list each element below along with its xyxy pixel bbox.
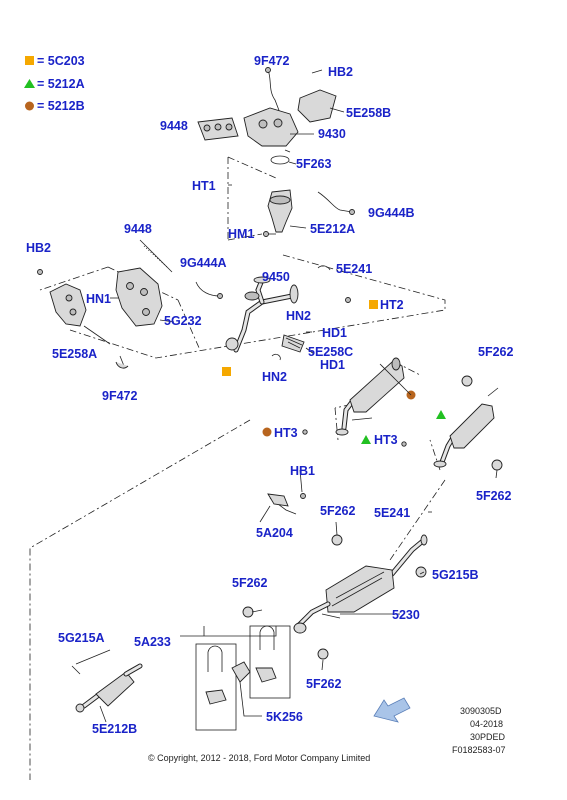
mid-manifold-group (37, 239, 223, 369)
label-5230: 5230 (392, 608, 420, 622)
footer-code-2: 04-2018 (470, 719, 503, 729)
label-5g215b: 5G215B (432, 568, 479, 582)
legend: = 5C203 = 5212A = 5212B (24, 54, 85, 113)
legend-triangle-symbol (24, 79, 35, 88)
legend-square-label: = 5C203 (37, 54, 85, 68)
label-ht1: HT1 (192, 179, 216, 193)
label-5e212a: 5E212A (310, 222, 355, 236)
label-5e258b: 5E258B (346, 106, 391, 120)
triangle-marker-right (436, 410, 446, 419)
clamps-group (71, 625, 291, 731)
label-ht3-b: HT3 (374, 433, 398, 447)
label-9f472-bot: 9F472 (102, 389, 137, 403)
leader-lines (75, 149, 498, 671)
label-5e258c: 5E258C (308, 345, 353, 359)
label-9448-top: 9448 (160, 119, 188, 133)
label-5e212b: 5E212B (92, 722, 137, 736)
square-marker (222, 367, 231, 376)
part-labels: 9F472 HB2 5E258B 9448 9430 5F263 HT1 9G4… (26, 54, 513, 736)
label-5e241-top: 5E241 (336, 262, 372, 276)
label-hn1: HN1 (86, 292, 111, 306)
front-pipe-group (222, 265, 351, 376)
rear-mufflers-group (302, 357, 503, 471)
label-5f262-bot: 5F262 (306, 677, 341, 691)
label-5k256: 5K256 (266, 710, 303, 724)
label-ht3-a: HT3 (274, 426, 298, 440)
label-hn2-a: HN2 (286, 309, 311, 323)
label-hd1-b: HD1 (320, 358, 345, 372)
label-5f262-r1: 5F262 (478, 345, 513, 359)
legend-square-symbol (25, 56, 34, 65)
label-9448-mid: 9448 (124, 222, 152, 236)
grouping-lines (29, 156, 446, 780)
footer-code-1: 3090305D (460, 706, 502, 716)
footer: 3090305D 04-2018 30PDED F0182583-07 © Co… (148, 706, 506, 763)
label-hb1: HB1 (290, 464, 315, 478)
footer-copyright: © Copyright, 2012 - 2018, Ford Motor Com… (148, 753, 370, 763)
label-5f262-r2: 5F262 (476, 489, 511, 503)
label-5f262-mid: 5F262 (320, 504, 355, 518)
label-9g444a: 9G444A (180, 256, 227, 270)
label-hm1: HM1 (228, 227, 254, 241)
label-hd1-a: HD1 (322, 326, 347, 340)
label-5e241-mid: 5E241 (374, 506, 410, 520)
label-5a204: 5A204 (256, 526, 293, 540)
legend-triangle-label: = 5212A (37, 77, 85, 91)
square-marker-ht2 (369, 300, 378, 309)
triangle-marker-ht3 (361, 435, 371, 444)
label-9430: 9430 (318, 127, 346, 141)
footer-code-4: F0182583-07 (452, 745, 506, 755)
label-hn2-b: HN2 (262, 370, 287, 384)
label-5g215a: 5G215A (58, 631, 105, 645)
upper-manifold-group (197, 67, 355, 237)
label-5f263: 5F263 (296, 157, 331, 171)
label-hb2-top: HB2 (328, 65, 353, 79)
label-ht2: HT2 (380, 298, 404, 312)
label-hb2-left: HB2 (26, 241, 51, 255)
label-9450: 9450 (262, 270, 290, 284)
label-5e258a: 5E258A (52, 347, 97, 361)
label-9g444b: 9G444B (368, 206, 415, 220)
label-5f262-low: 5F262 (232, 576, 267, 590)
label-5g232: 5G232 (164, 314, 202, 328)
circle-marker-ht3 (262, 427, 272, 437)
legend-circle-symbol (25, 101, 34, 111)
legend-circle-label: = 5212B (37, 99, 85, 113)
label-9f472-top: 9F472 (254, 54, 289, 68)
label-5a233: 5A233 (134, 635, 171, 649)
footer-code-3: 30PDED (470, 732, 506, 742)
direction-arrow-icon (373, 697, 411, 723)
